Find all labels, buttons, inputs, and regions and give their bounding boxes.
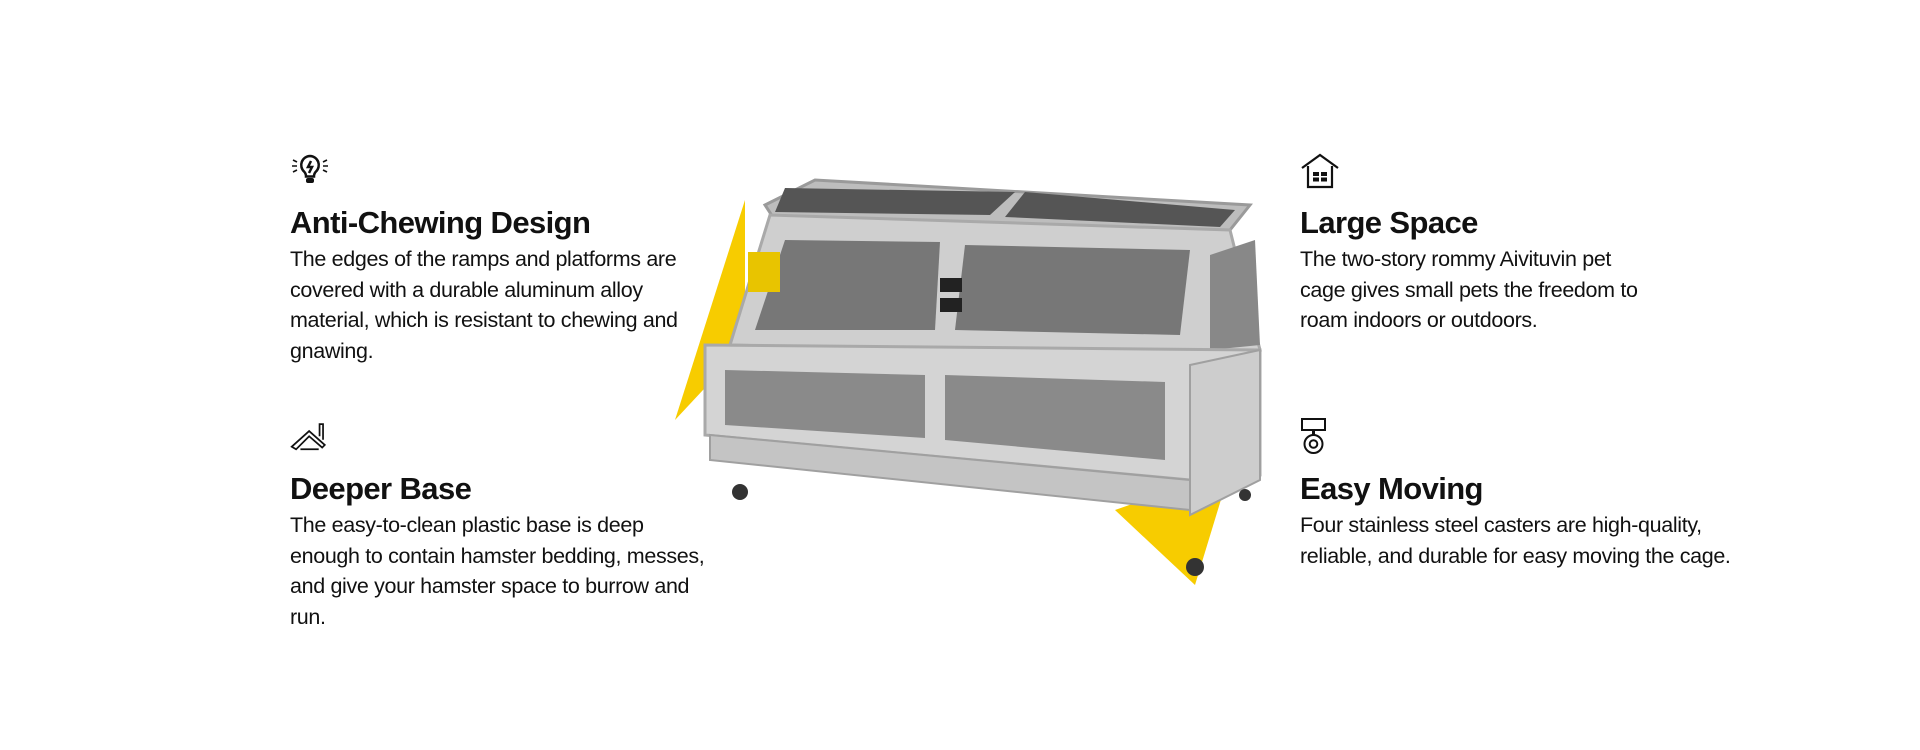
house-icon	[1301, 153, 1339, 189]
feature-title: Large Space	[1300, 205, 1478, 240]
feature-description: The easy-to-clean plastic base is deep e…	[290, 513, 705, 629]
caster-wheel-icon	[1301, 418, 1326, 454]
feature-title: Deeper Base	[290, 471, 472, 506]
feature-description: The edges of the ramps and platforms are…	[290, 247, 678, 363]
accent-shape	[675, 200, 745, 420]
feature-title: Easy Moving	[1300, 471, 1484, 506]
pet-cage-product-image	[675, 178, 1262, 585]
roof-icon	[290, 423, 327, 451]
feature-description: The two-story rommy Aivituvin pet cage g…	[1300, 247, 1638, 332]
feature-title: Anti-Chewing Design	[290, 205, 591, 240]
lightbulb-icon	[292, 154, 328, 183]
feature-description: Four stainless steel casters are high-qu…	[1300, 513, 1731, 568]
